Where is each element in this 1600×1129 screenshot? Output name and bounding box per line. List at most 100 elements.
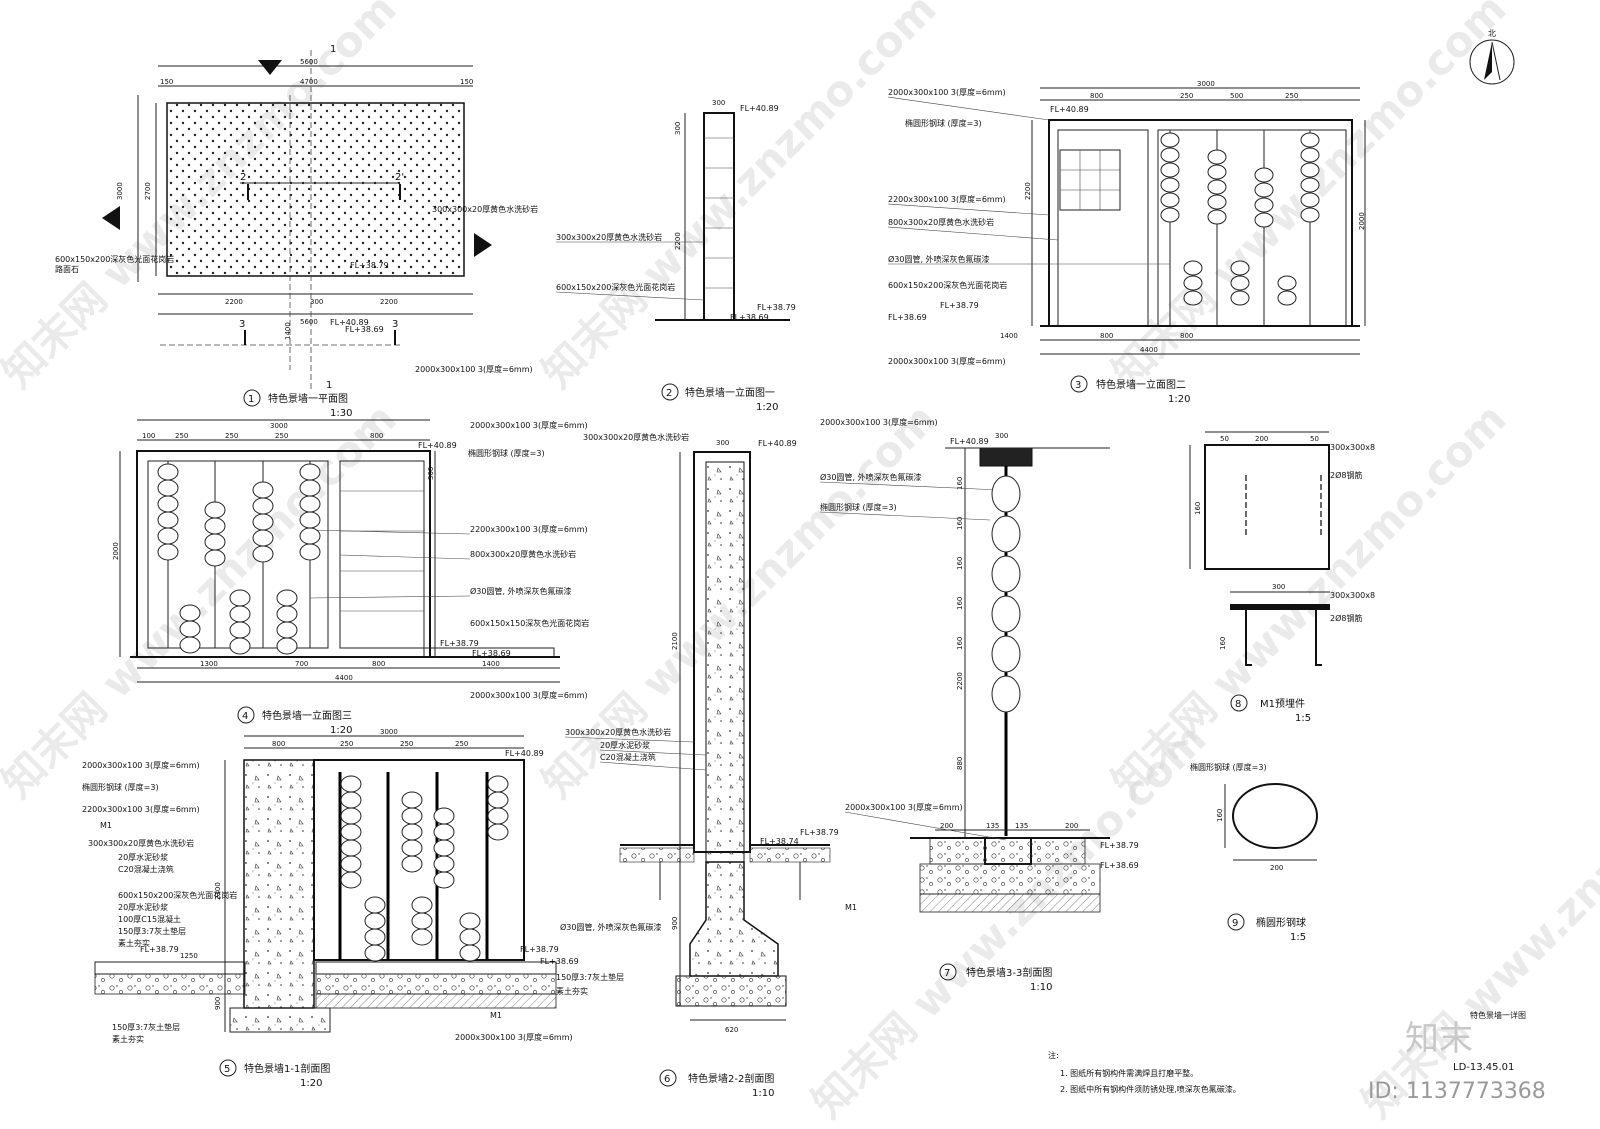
elev-fl: FL+40.89 [758,439,797,448]
dim-300: 300 [712,99,725,107]
abacus-bead [229,637,251,655]
note-1: 1. 图纸所有钢构件需满焊且打磨平整。 [1060,1068,1198,1078]
panel-6-title: 特色景墙2-2剖面图 [688,1072,774,1085]
label-stone: 300x300x20厚黄色水洗砂岩 [432,204,538,214]
abacus-bead [299,479,321,497]
abacus-bead [1254,167,1274,183]
abacus-bead [433,839,455,857]
abacus-bead [252,529,274,547]
label-sand: 20厚水泥砂浆 [118,902,168,912]
abacus-bead [1277,275,1297,291]
dim-4700: 4700 [300,78,318,86]
abacus-bead [459,912,481,930]
panel-5-title: 特色景墙1-1剖面图 [244,1062,330,1075]
title-block: 知末 特色景墙一详图 LD-13.45.01 ID: 1137773368 [1368,1010,1546,1104]
label-c15: 100厚C15混凝土 [118,914,181,924]
abacus-bead [1230,290,1250,306]
dim-1250: 1250 [180,952,198,960]
label-ellipse-ball: 椭圆形钢球 (厚度=3) [1190,762,1267,772]
dim-300: 300 [1272,583,1285,591]
dim-800: 800 [372,660,385,668]
abacus-bead [157,511,179,529]
dim-800: 800 [272,740,285,748]
abacus-bead [179,604,201,622]
dim-1400: 1400 [1000,332,1018,340]
label-cap: 2000x300x100 3(厚度=6mm) [470,420,588,430]
abacus-bead [340,855,362,873]
abacus-bead [1254,197,1274,213]
abacus-bead [401,791,423,809]
panel-2-scale: 1:20 [756,402,778,413]
label-rod: Ø30圆管, 外喷深灰色氟碳漆 [470,586,572,596]
elev-fl: FL+40.89 [740,104,779,113]
dim-2000: 2000 [1358,212,1366,230]
dim-50: 50 [1220,435,1229,443]
dim-800: 800 [1090,92,1103,100]
abacus-bead [229,621,251,639]
dim-200: 200 [1270,864,1283,872]
dim-5600: 5600 [300,318,318,326]
label-cap-2200: 2200x300x100 3(厚度=6mm) [470,524,588,534]
abacus-bead [1277,290,1297,306]
north-label: 北 [1488,29,1496,38]
dim-1400: 1400 [482,660,500,668]
abacus-bead [252,497,274,515]
abacus-bead [1160,207,1180,223]
abacus-bead [157,543,179,561]
label-plate: 300x300x8 [1330,591,1375,600]
abacus-bead [299,527,321,545]
dim-800: 800 [370,432,383,440]
dim-50: 50 [1310,435,1319,443]
dim-250: 250 [455,740,468,748]
abacus-bead [364,896,386,914]
label-rebar: 2Ø8钢筋 [1330,470,1362,480]
label-cap-2200: 2200x300x100 3(厚度=6mm) [888,194,1006,204]
elev-fl: FL+40.89 [1050,105,1089,114]
dim-900: 900 [214,997,222,1010]
dim-160: 160 [956,637,964,650]
label-base-stone: 600x150x200深灰色光面花岗岩 [888,280,1007,290]
label-cap: 2000x300x100 3(厚度=6mm) [455,1032,573,1042]
panel-8-scale: 1:5 [1295,713,1311,724]
abacus-bead [157,463,179,481]
abacus-bead [204,549,226,567]
sheet-code: LD-13.45.01 [1453,1062,1514,1073]
dim-620: 620 [725,1026,738,1034]
abacus-bead [340,823,362,841]
abacus-bead [204,501,226,519]
elev-fl: FL+38.69 [888,313,927,322]
abacus-bead [204,533,226,551]
panel-5-scale: 1:20 [300,1078,322,1089]
label-stone: 300x300x20厚黄色水洗砂岩 [565,727,671,737]
note-2: 2. 图纸中所有钢构件须防锈处理,喷深灰色氟碳漆。 [1060,1084,1241,1094]
abacus-bead [991,675,1021,713]
abacus-bead [1300,162,1320,178]
dim-700: 700 [295,660,308,668]
image-id: ID: 1137773368 [1368,1079,1546,1104]
dim-800: 800 [1180,332,1193,340]
dim-200: 200 [1065,822,1078,830]
dim-300: 300 [674,122,682,135]
label-gravel: 150厚3:7灰土垫层 [112,1022,180,1032]
abacus-bead [411,896,433,914]
abacus-bead [252,481,274,499]
panel-6-section: 300 FL+40.89 2100 900 620 300x300x20厚黄色水… [560,432,839,1099]
label-paving: 路面石 [55,264,79,274]
dim-2000: 2000 [112,542,120,560]
panel-8-number: 8 [1235,699,1241,710]
elev-fl: FL+38.79 [140,945,179,954]
dim-250: 250 [1285,92,1298,100]
panel-9-ellipse-ball: 200 160 椭圆形钢球 (厚度=3) 9 椭圆形钢球 1:5 [1190,762,1318,943]
panel-7-number: 7 [944,968,950,979]
ellipse-ball-shape [1232,783,1318,849]
label-ellipse-ball: 椭圆形钢球 (厚度=3) [468,448,545,458]
dim-3000: 3000 [380,728,398,736]
elev-fl: FL+38.69 [1100,861,1139,870]
label-base-stone: 600x150x200深灰色光面花岗岩 [118,890,237,900]
panel-8-embed: 50 200 50 160 300x300x8 2Ø8钢筋 300 160 30… [1189,431,1375,724]
panel-4-number: 4 [242,711,248,722]
panel-6-number: 6 [664,1074,670,1085]
dim-200: 200 [940,822,953,830]
section-mark-1: 1 [330,44,336,55]
